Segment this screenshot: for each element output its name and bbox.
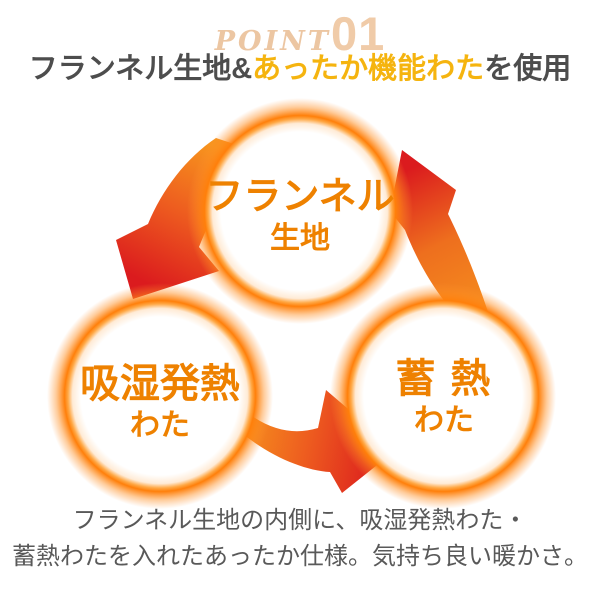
node-flannel-main: フランネル [205,176,395,218]
node-label-heat-storage: 蓄 熱 わた [324,356,564,440]
node-heat-storage-main: 蓄 熱 [395,357,493,401]
point-number: 01 [330,7,386,60]
node-label-moisture-heat: 吸湿発熱 わた [40,361,280,445]
node-heat-storage-sub: わた [414,404,474,437]
cycle-node-bottom-left [47,283,273,509]
page-title: フランネル生地&あったか機能わたを使用 [0,50,600,88]
node-label-flannel: フランネル 生地 [180,174,420,258]
point-header: POINT01 [0,6,600,60]
caption: フランネル生地の内側に、吸湿発熱わた・ 蓄熱わたを入れたあったか仕様。気持ち良い… [0,503,600,575]
node-moisture-heat-main: 吸湿発熱 [80,362,240,406]
title-suffix: を使用 [484,53,572,85]
cycle-node-bottom-right [330,283,556,509]
title-prefix: フランネル生地& [28,53,253,85]
caption-line-2: 蓄熱わたを入れたあったか仕様。気持ち良い暖かさ。 [12,543,588,570]
node-moisture-heat-sub: わた [130,409,190,442]
caption-line-1: フランネル生地の内側に、吸湿発熱わた・ [72,507,528,534]
node-flannel-sub: 生地 [270,222,330,255]
title-accent: あったか機能わた [252,53,485,85]
cycle-node-top [187,98,413,324]
point-label: POINT [214,26,331,57]
